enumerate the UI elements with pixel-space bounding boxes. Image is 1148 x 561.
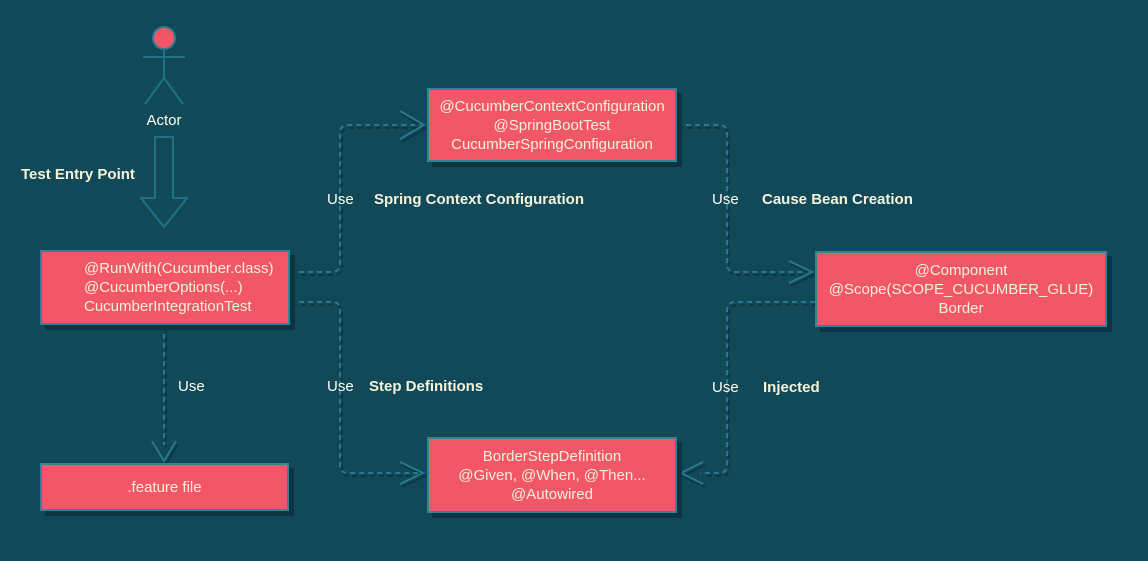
node-spring-config: @CucumberContextConfiguration @SpringBoo… xyxy=(427,88,677,162)
node-component: @Component @Scope(SCOPE_CUCUMBER_GLUE) B… xyxy=(815,251,1107,327)
use-label-feature-file: Use xyxy=(178,378,205,395)
connector-runner-to-featurefile xyxy=(151,324,177,462)
node-line: BorderStepDefinition xyxy=(482,447,622,465)
spring-context-configuration-label: Spring Context Configuration xyxy=(374,191,584,208)
node-line: @Component xyxy=(914,261,1008,279)
node-line: @SpringBootTest xyxy=(493,116,611,134)
actor-head xyxy=(152,26,176,50)
node-line: Border xyxy=(938,299,984,317)
node-line: @RunWith(Cucumber.class) xyxy=(84,260,274,277)
node-line: @CucumberOptions(...) xyxy=(84,279,243,296)
node-line: CucumberSpringConfiguration xyxy=(451,135,653,153)
injected-label: Injected xyxy=(763,379,820,396)
entry-point-arrow xyxy=(138,136,190,229)
use-label-cause-bean: Use xyxy=(712,191,739,208)
node-step-definition: BorderStepDefinition @Given, @When, @The… xyxy=(427,437,677,513)
step-definitions-label: Step Definitions xyxy=(369,378,484,395)
use-label-step-definitions: Use xyxy=(327,378,354,395)
node-line: CucumberIntegrationTest xyxy=(84,298,252,315)
use-label-spring-context: Use xyxy=(327,191,354,208)
node-feature-file: .feature file xyxy=(40,463,289,511)
node-line: .feature file xyxy=(127,478,202,496)
node-line: @Autowired xyxy=(511,485,593,503)
node-line: @CucumberContextConfiguration xyxy=(439,97,665,115)
actor-label: Actor xyxy=(146,112,182,129)
node-line: @Scope(SCOPE_CUCUMBER_GLUE) xyxy=(828,280,1094,298)
test-entry-point-label: Test Entry Point xyxy=(21,166,135,183)
node-line: @Given, @When, @Then... xyxy=(458,466,646,484)
use-label-injected: Use xyxy=(712,379,739,396)
node-runner: @RunWith(Cucumber.class) @CucumberOption… xyxy=(40,250,290,325)
cause-bean-creation-label: Cause Bean Creation xyxy=(762,191,913,208)
actor-figure xyxy=(143,26,185,105)
